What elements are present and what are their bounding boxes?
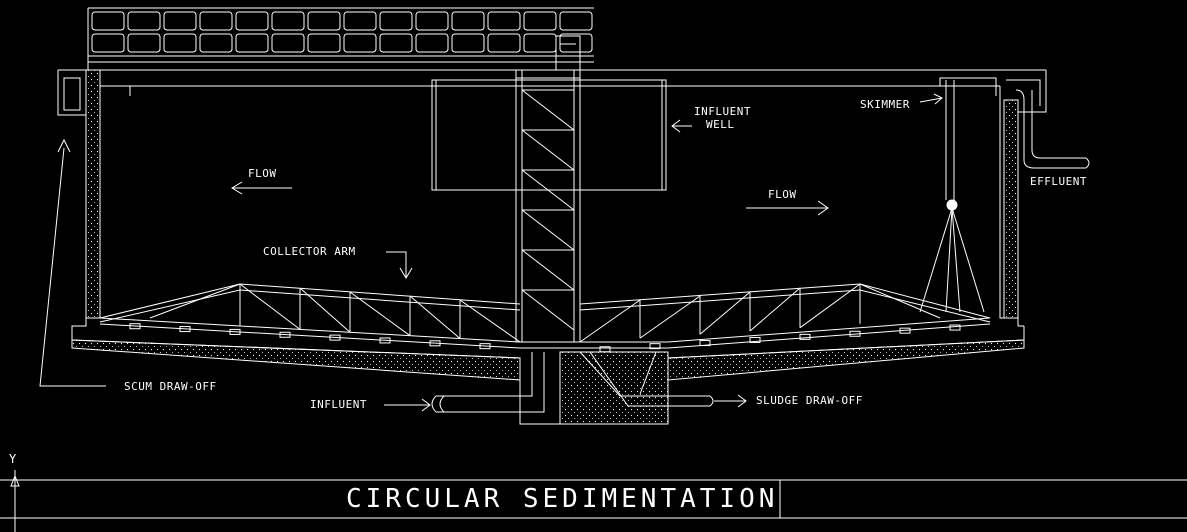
sludge-draw-off-label: SLUDGE DRAW-OFF [756, 394, 863, 407]
influent-label: INFLUENT [310, 398, 367, 411]
y-axis-label: Y [9, 452, 17, 466]
drawing-title: CIRCULAR SEDIMENTATION [346, 484, 779, 514]
influent-well [431, 79, 667, 191]
influent-pipe [431, 352, 545, 413]
effluent-label: EFFLUENT [1030, 175, 1087, 188]
flow-left-label: FLOW [248, 167, 277, 180]
drawing-frame [0, 470, 1187, 532]
scum-draw-off-label: SCUM DRAW-OFF [124, 380, 217, 393]
flow-right-label: FLOW [768, 188, 797, 201]
effluent-pipe [1015, 89, 1090, 169]
tank-floor [99, 317, 991, 349]
influent-well-label: INFLUENT [694, 105, 751, 118]
center-column [515, 35, 581, 343]
tank-walls [57, 69, 1047, 425]
influent-well-label-2: WELL [706, 118, 735, 131]
skimmer-label: SKIMMER [860, 98, 910, 111]
sludge-pipe [579, 351, 714, 407]
walkway-railing [87, 7, 594, 70]
collector-arm-label: COLLECTOR ARM [263, 245, 356, 258]
skimmer [919, 77, 997, 313]
flow-arrows [231, 93, 943, 412]
scum-leader [39, 138, 106, 387]
